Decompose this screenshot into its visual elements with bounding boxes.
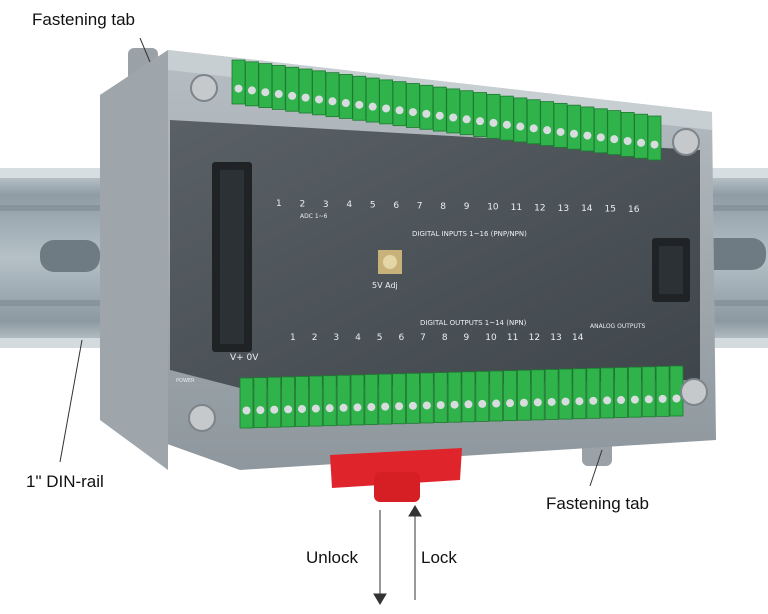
in-15: 15 bbox=[605, 205, 616, 215]
in-3: 3 bbox=[323, 200, 329, 210]
top-terminal-block bbox=[231, 59, 662, 161]
out-1: 1 bbox=[290, 333, 296, 343]
out-8: 8 bbox=[442, 333, 448, 343]
pcb-board bbox=[170, 120, 700, 388]
in-14: 14 bbox=[581, 204, 593, 214]
in-11: 11 bbox=[511, 203, 522, 213]
in-4: 4 bbox=[346, 200, 352, 210]
in-16: 16 bbox=[628, 205, 640, 215]
in-2: 2 bbox=[299, 199, 305, 209]
analog-outputs-label: ANALOG OUTPUTS bbox=[590, 323, 646, 330]
in-10: 10 bbox=[487, 203, 499, 213]
ribbon-connector-right bbox=[652, 238, 690, 302]
din-rail-label: 1" DIN-rail bbox=[26, 472, 104, 491]
digital-inputs-label: DIGITAL INPUTS 1~16 (PNP/NPN) bbox=[412, 230, 527, 238]
out-4: 4 bbox=[355, 333, 361, 343]
potentiometer bbox=[378, 250, 402, 274]
in-1: 1 bbox=[276, 199, 282, 209]
out-6: 6 bbox=[398, 333, 404, 343]
digital-outputs-label: DIGITAL OUTPUTS 1~14 (NPN) bbox=[420, 319, 527, 327]
in-6: 6 bbox=[393, 201, 399, 211]
out-14: 14 bbox=[572, 333, 584, 343]
fastening-tab-top-label: Fastening tab bbox=[32, 10, 136, 29]
out-9: 9 bbox=[464, 333, 470, 343]
in-8: 8 bbox=[440, 202, 446, 212]
bottom-terminal-block bbox=[239, 365, 684, 429]
out-7: 7 bbox=[420, 333, 426, 343]
in-13: 13 bbox=[558, 204, 569, 214]
fastening-tab-bottom-label: Fastening tab bbox=[546, 494, 650, 513]
callout-lines bbox=[59, 37, 603, 605]
in-7: 7 bbox=[417, 201, 423, 211]
unlock-label: Unlock bbox=[306, 548, 358, 567]
corner-screws bbox=[188, 74, 708, 432]
out-12: 12 bbox=[529, 333, 540, 343]
out-5: 5 bbox=[377, 333, 383, 343]
in-12: 12 bbox=[534, 203, 545, 213]
in-9: 9 bbox=[464, 202, 470, 212]
pot-label: 5V Adj bbox=[372, 281, 398, 290]
out-13: 13 bbox=[550, 333, 561, 343]
ribbon-connector-left bbox=[212, 162, 252, 352]
in-5: 5 bbox=[370, 201, 376, 211]
adc-label: ADC 1~6 bbox=[300, 213, 328, 220]
out-3: 3 bbox=[333, 333, 339, 343]
silkscreen: ADC 1~6 DIGITAL INPUTS 1~16 (PNP/NPN) DI… bbox=[176, 213, 646, 384]
out-10: 10 bbox=[485, 333, 497, 343]
out-2: 2 bbox=[312, 333, 318, 343]
power-label: POWER bbox=[176, 378, 195, 384]
v-plus-0v-label: V+ 0V bbox=[230, 353, 259, 363]
lock-label: Lock bbox=[421, 548, 457, 567]
din-latch bbox=[330, 448, 462, 502]
out-11: 11 bbox=[507, 333, 518, 343]
